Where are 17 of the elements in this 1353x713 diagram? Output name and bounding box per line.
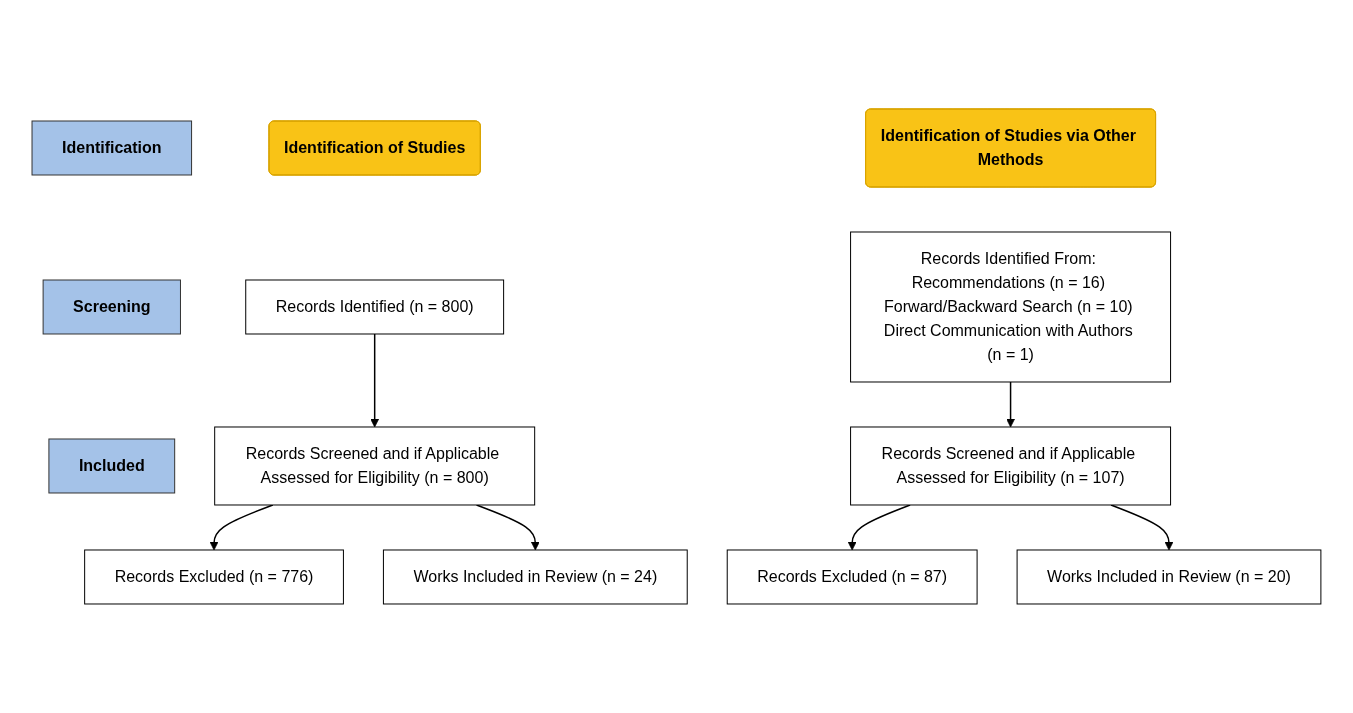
arrow — [209, 504, 274, 551]
node-box — [84, 549, 344, 605]
node-box — [850, 231, 1172, 383]
arrow — [1006, 381, 1015, 428]
node-box — [245, 279, 505, 335]
arrow — [370, 333, 380, 428]
node-box — [31, 120, 193, 176]
arrow — [475, 504, 540, 551]
node-box — [850, 426, 1172, 506]
arrow — [847, 504, 911, 551]
node-box — [1016, 549, 1322, 605]
node-box — [42, 279, 181, 335]
node-box — [214, 426, 536, 506]
node-box — [726, 549, 978, 605]
node-box — [382, 549, 688, 605]
node-box — [48, 438, 176, 494]
arrow — [1110, 504, 1174, 551]
